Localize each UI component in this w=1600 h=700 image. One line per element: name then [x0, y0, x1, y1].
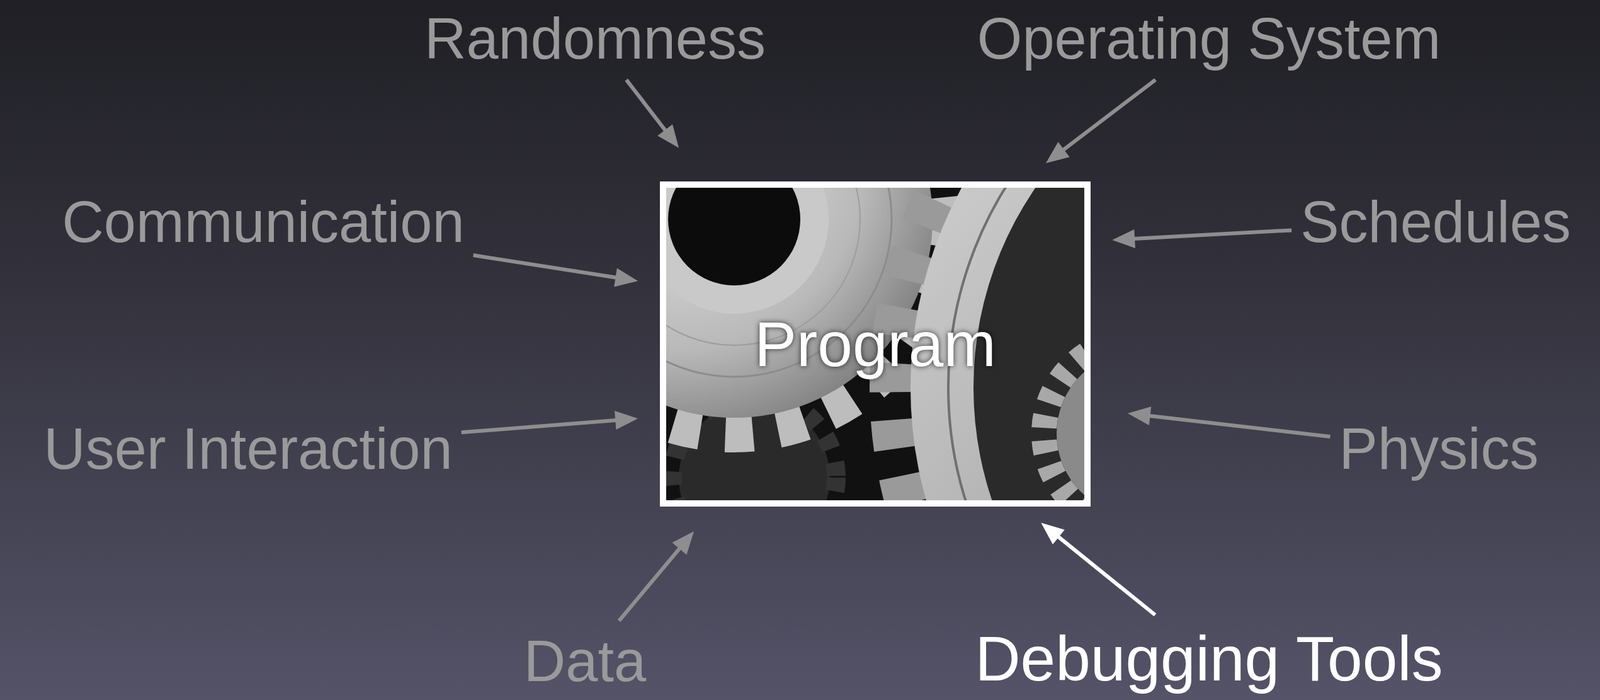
- arrow-head: [671, 530, 694, 555]
- influence-label: Schedules: [1300, 190, 1572, 254]
- arrow-head: [1040, 522, 1065, 545]
- influence-arrow: [1040, 522, 1155, 615]
- arrow-head: [1045, 141, 1070, 164]
- influence-label: Randomness: [424, 6, 766, 71]
- influence-label: Operating System: [977, 6, 1441, 71]
- arrow-shaft: [461, 419, 621, 432]
- arrow-shaft: [473, 255, 621, 278]
- influence-arrow: [461, 410, 638, 432]
- influence-label: Debugging Tools: [974, 623, 1443, 693]
- label-text: Schedules: [1300, 190, 1572, 254]
- influence-arrow: [1112, 229, 1292, 249]
- influence-arrow: [1127, 406, 1331, 437]
- arrow-shaft: [626, 79, 669, 134]
- program-title: Program: [754, 307, 996, 381]
- arrow-shaft: [1130, 229, 1292, 239]
- arrow-head: [1127, 406, 1152, 426]
- influence-arrow: [473, 255, 639, 287]
- influence-arrow: [1045, 79, 1156, 164]
- label-text: Randomness: [424, 6, 766, 71]
- arrow-head: [614, 410, 638, 430]
- label-text: User Interaction: [43, 416, 453, 481]
- program-box: Program: [659, 181, 1091, 507]
- influence-label: Communication: [61, 190, 465, 254]
- arrow-shaft: [1055, 533, 1156, 615]
- arrow-head: [613, 268, 638, 288]
- influence-label: Data: [523, 629, 647, 693]
- label-text: Debugging Tools: [974, 623, 1443, 693]
- label-text: Communication: [61, 190, 465, 254]
- arrow-head: [1112, 229, 1136, 249]
- influence-label: User Interaction: [43, 416, 453, 481]
- label-text: Operating System: [977, 6, 1441, 71]
- influence-label: Physics: [1339, 416, 1539, 481]
- label-text: Data: [523, 629, 647, 693]
- label-text: Physics: [1339, 416, 1539, 481]
- arrow-shaft: [1145, 414, 1330, 437]
- influence-arrow: [626, 79, 679, 148]
- arrow-shaft: [618, 544, 683, 621]
- influence-arrow: [618, 530, 694, 621]
- arrow-shaft: [1060, 79, 1156, 153]
- arrow-head: [657, 124, 679, 148]
